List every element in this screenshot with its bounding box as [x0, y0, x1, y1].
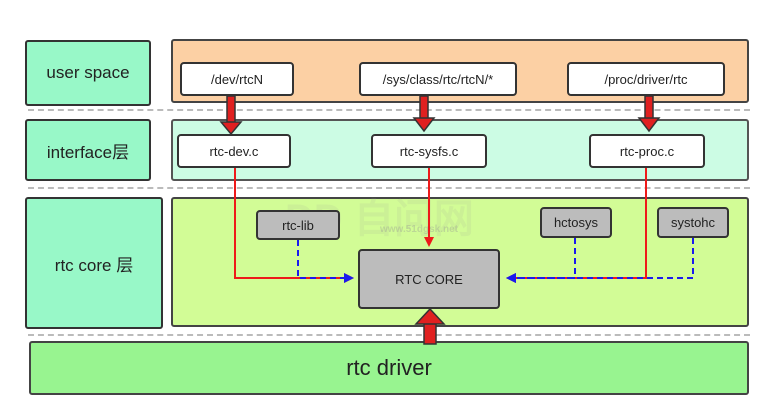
- node-proc-driver-rtc: /proc/driver/rtc: [567, 62, 725, 96]
- layer-label-interface-text: interface层: [46, 142, 130, 162]
- layer-divider-2: [28, 187, 750, 189]
- node-rtc-sysfs-c-text: rtc-sysfs.c: [399, 143, 459, 159]
- node-sys-class-rtc-text: /sys/class/rtc/rtcN/*: [382, 71, 494, 87]
- node-rtc-sysfs-c: rtc-sysfs.c: [371, 134, 487, 168]
- node-rtc-lib: rtc-lib: [256, 210, 340, 240]
- block-arrow-proc: [637, 95, 661, 133]
- layer-divider-1: [28, 109, 750, 111]
- rtc-driver-panel: rtc driver: [29, 341, 749, 395]
- layer-label-rtc-core: rtc core 层: [25, 197, 163, 329]
- node-rtc-dev-c-text: rtc-dev.c: [209, 143, 259, 159]
- layer-label-user-space: user space: [25, 40, 151, 106]
- block-arrow-driver-to-core: [414, 307, 446, 345]
- layer-divider-3: [28, 334, 750, 336]
- node-systohc: systohc: [657, 207, 729, 238]
- node-rtc-proc-c-text: rtc-proc.c: [619, 143, 675, 159]
- block-arrow-dev: [219, 95, 243, 136]
- node-sys-class-rtc: /sys/class/rtc/rtcN/*: [359, 62, 517, 96]
- layer-label-interface: interface层: [25, 119, 151, 181]
- node-rtc-lib-text: rtc-lib: [282, 217, 314, 233]
- node-rtc-dev-c: rtc-dev.c: [177, 134, 291, 168]
- node-rtc-proc-c: rtc-proc.c: [589, 134, 705, 168]
- arrow-lib-to-core: [297, 240, 354, 283]
- node-dev-rtcn-text: /dev/rtcN: [210, 71, 263, 87]
- node-systohc-text: systohc: [670, 215, 716, 230]
- node-proc-driver-rtc-text: /proc/driver/rtc: [604, 71, 688, 87]
- rtc-driver-label: rtc driver: [346, 355, 432, 380]
- node-hctosys: hctosys: [540, 207, 612, 238]
- node-rtc-core: RTC CORE: [358, 249, 500, 309]
- arrow-hctosys-to-core: [506, 238, 576, 283]
- arrow-systohc-to-core: [506, 238, 694, 283]
- node-hctosys-text: hctosys: [553, 215, 599, 230]
- node-dev-rtcn: /dev/rtcN: [180, 62, 294, 96]
- layer-label-user-space-text: user space: [46, 63, 130, 82]
- layer-label-rtc-core-text: rtc core 层: [54, 255, 134, 275]
- block-arrow-sys: [412, 95, 436, 133]
- node-rtc-core-text: RTC CORE: [395, 271, 463, 287]
